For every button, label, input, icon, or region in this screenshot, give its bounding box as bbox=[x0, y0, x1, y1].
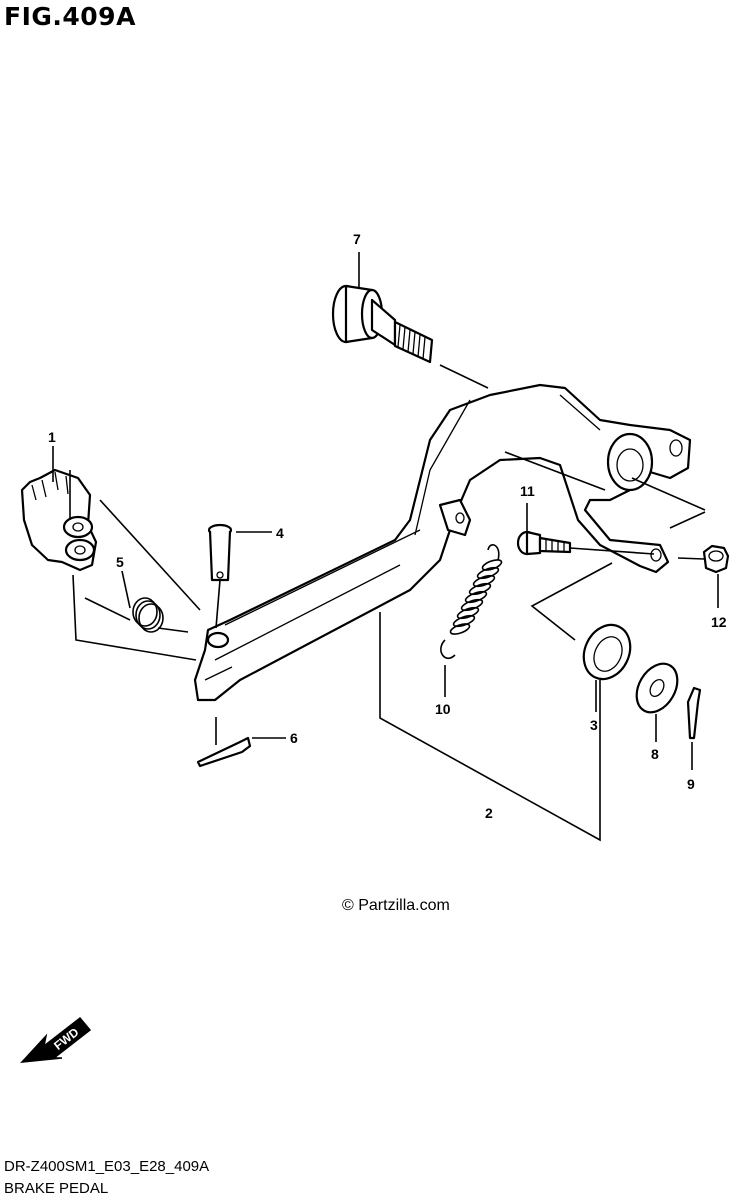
callout-4: 4 bbox=[276, 525, 284, 541]
part-5-torsion-spring[interactable] bbox=[84, 597, 189, 633]
diagram-name: BRAKE PEDAL bbox=[4, 1180, 109, 1197]
part-3-bushing[interactable] bbox=[575, 617, 639, 686]
callout-3: 3 bbox=[590, 717, 598, 733]
callout-6: 6 bbox=[290, 730, 298, 746]
callout-7: 7 bbox=[353, 231, 361, 247]
callout-10: 10 bbox=[435, 701, 451, 717]
part-1-clevis-joint[interactable] bbox=[20, 468, 98, 572]
fwd-arrow-icon: FWD bbox=[20, 1016, 92, 1063]
part-8-washer[interactable] bbox=[628, 656, 685, 719]
part-10-return-spring[interactable] bbox=[440, 544, 503, 660]
part-2-brake-pedal[interactable] bbox=[193, 383, 692, 702]
callout-labels: 7 1 5 4 6 11 12 10 3 8 9 2 bbox=[48, 231, 727, 821]
callout-9: 9 bbox=[687, 776, 695, 792]
diagram-code: DR-Z400SM1_E03_E28_409A bbox=[4, 1158, 210, 1175]
callout-8: 8 bbox=[651, 746, 659, 762]
callout-2: 2 bbox=[485, 805, 493, 821]
callout-11: 11 bbox=[520, 483, 535, 499]
part-9-cotter-pin[interactable] bbox=[686, 686, 702, 740]
part-12-nut[interactable] bbox=[702, 544, 730, 574]
part-6-cotter-pin[interactable] bbox=[196, 736, 252, 768]
part-11-bolt[interactable] bbox=[516, 530, 572, 556]
callout-12: 12 bbox=[711, 614, 727, 630]
part-4-clevis-pin[interactable] bbox=[207, 523, 233, 582]
callout-1: 1 bbox=[48, 429, 56, 445]
callout-5: 5 bbox=[116, 554, 124, 570]
figure-title: FIG.409A bbox=[4, 2, 136, 31]
part-7-pivot-bolt[interactable] bbox=[331, 284, 434, 364]
copyright-text: © Partzilla.com bbox=[342, 897, 450, 914]
leader-lines bbox=[52, 252, 719, 842]
